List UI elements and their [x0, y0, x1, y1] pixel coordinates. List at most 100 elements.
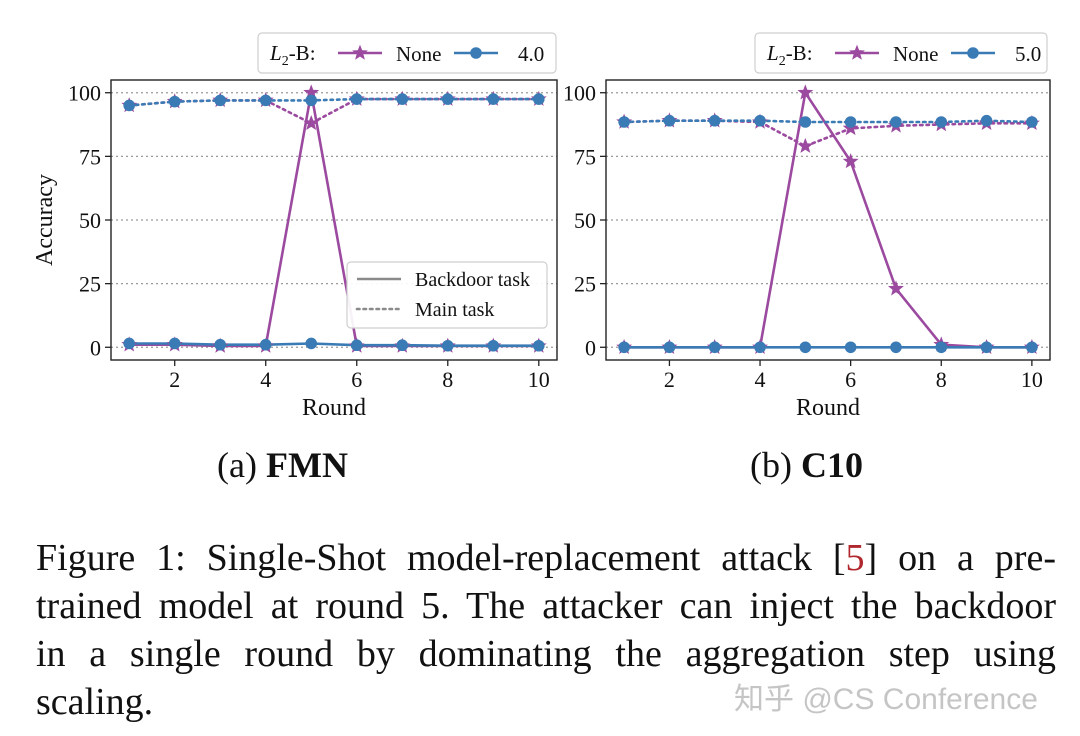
y-tick-label: 50 — [79, 208, 101, 233]
data-point-0-2-6 — [396, 339, 409, 352]
legend-marker — [352, 44, 368, 60]
data-point-1-3-6 — [890, 116, 902, 128]
caption-line1-end: ] on a pre- — [864, 537, 1056, 579]
subcaption-b: (b) C10 — [750, 444, 863, 486]
x-tick-label: 10 — [1021, 367, 1043, 392]
data-point-1-1-4 — [797, 137, 814, 153]
legend-marker — [967, 47, 979, 59]
x-axis-label: Round — [302, 395, 366, 421]
data-point-1-3-8 — [980, 114, 993, 127]
figure-caption: Figure 1: Single-Shot model-replacement … — [36, 534, 1056, 726]
legend-box — [754, 32, 1048, 74]
y-tick-label: 75 — [79, 144, 101, 169]
x-tick-label: 2 — [664, 367, 675, 392]
data-point-1-2-1 — [663, 341, 676, 354]
x-tick-label: 8 — [442, 367, 453, 392]
series-line-1-1 — [622, 119, 1034, 148]
data-point-1-2-7 — [935, 341, 948, 354]
data-point-0-2-9 — [532, 339, 545, 352]
legend-label: None — [396, 42, 442, 66]
data-point-1-2-0 — [618, 341, 630, 354]
data-point-0-3-3 — [259, 94, 272, 107]
y-tick-label: 100 — [563, 81, 596, 106]
data-point-1-3-1 — [663, 114, 676, 127]
caption-line-2: trained model at round 5. The attacker c… — [36, 585, 1056, 627]
series-line-1-3 — [622, 119, 1034, 124]
data-point-1-2-6 — [890, 341, 902, 354]
data-point-0-2-0 — [123, 337, 136, 350]
caption-line-3: in a single round by dominating the aggr… — [36, 633, 1056, 675]
x-tick-label: 4 — [260, 367, 271, 392]
data-point-1-0-6 — [888, 280, 904, 296]
caption-line1-start: Figure 1: Single-Shot model-replacement … — [36, 537, 846, 579]
data-point-1-2-8 — [980, 341, 993, 354]
data-point-1-2-9 — [1026, 341, 1038, 354]
legend-title: L2-B: — [766, 41, 813, 69]
style-legend-label: Main task — [415, 299, 494, 321]
x-tick-label: 10 — [528, 367, 550, 392]
subcaption-a-prefix: (a) — [217, 445, 266, 485]
legend-label: None — [893, 42, 939, 66]
y-tick-label: 100 — [68, 81, 101, 106]
x-tick-label: 2 — [169, 367, 180, 392]
caption-line-1: Figure 1: Single-Shot model-replacement … — [36, 534, 1056, 582]
data-point-0-1-4 — [303, 114, 320, 130]
y-tick-label: 0 — [585, 335, 596, 360]
legend-box — [257, 32, 557, 74]
data-point-1-2-5 — [844, 341, 857, 354]
legend-title: L2-B: — [269, 41, 316, 69]
style-legend-label: Backdoor task — [415, 269, 530, 291]
data-point-1-3-7 — [935, 116, 948, 128]
x-tick-label: 6 — [351, 367, 362, 392]
data-point-1-2-2 — [708, 341, 721, 354]
data-point-0-3-6 — [396, 93, 409, 105]
data-point-0-3-1 — [168, 95, 181, 108]
caption-line-4: scaling. — [36, 681, 154, 723]
data-point-0-3-8 — [487, 93, 500, 105]
data-point-1-2-3 — [754, 341, 766, 354]
series-line-0-3 — [127, 97, 541, 107]
subcaption-a: (a) FMN — [217, 444, 348, 486]
legend-marker — [849, 44, 865, 60]
data-point-1-3-0 — [618, 116, 630, 128]
subcaption-b-name: C10 — [800, 445, 863, 485]
legend-marker — [470, 47, 482, 59]
subcaption-a-name: FMN — [265, 445, 348, 485]
data-point-1-3-2 — [708, 114, 721, 127]
data-point-0-2-5 — [350, 339, 363, 352]
data-point-1-3-3 — [754, 114, 766, 127]
data-point-0-3-4 — [305, 94, 318, 107]
data-point-1-2-4 — [799, 341, 812, 354]
watermark: 知乎 @CS Conference — [734, 683, 1038, 716]
y-axis-label: Accuracy — [32, 174, 58, 266]
data-point-0-3-7 — [441, 93, 454, 105]
data-point-0-2-3 — [259, 338, 272, 351]
y-tick-label: 75 — [574, 144, 596, 169]
data-point-0-2-7 — [441, 339, 454, 352]
x-tick-label: 4 — [755, 367, 766, 392]
data-point-1-3-4 — [799, 116, 812, 128]
series-line-0-1 — [127, 97, 541, 125]
y-tick-label: 25 — [574, 272, 596, 297]
citation-link[interactable]: 5 — [845, 537, 865, 579]
subcaption-b-prefix: (b) — [750, 445, 801, 485]
legend-label: 5.0 — [1015, 42, 1041, 66]
legend-label: 4.0 — [518, 42, 544, 66]
data-point-0-2-4 — [305, 337, 318, 350]
x-tick-label: 6 — [845, 367, 856, 392]
series-line-0-2 — [129, 342, 539, 348]
data-point-1-0-4 — [797, 84, 814, 100]
data-point-1-3-5 — [844, 116, 857, 128]
data-point-0-3-5 — [350, 93, 363, 105]
y-tick-label: 50 — [574, 208, 596, 233]
y-tick-label: 0 — [90, 335, 101, 360]
y-tick-label: 25 — [79, 272, 101, 297]
data-point-0-2-1 — [168, 337, 181, 350]
data-point-1-0-5 — [842, 153, 859, 169]
data-point-1-3-9 — [1026, 116, 1038, 128]
data-point-0-3-2 — [214, 94, 227, 107]
data-point-0-2-2 — [214, 338, 227, 351]
data-point-0-3-9 — [532, 93, 545, 105]
x-tick-label: 8 — [936, 367, 947, 392]
